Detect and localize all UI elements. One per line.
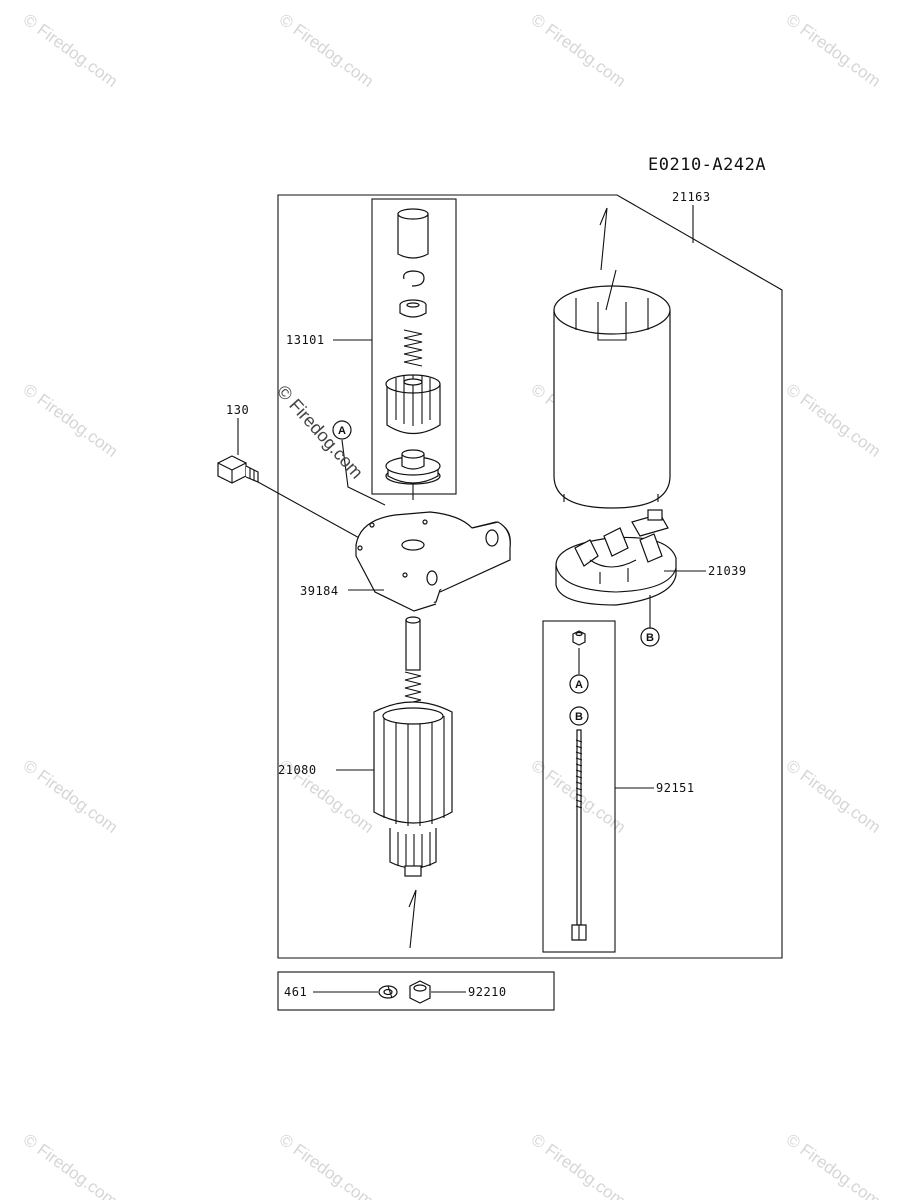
pinion-collar (399, 299, 427, 318)
watermark-text: © Firedog.com (20, 380, 122, 461)
lock-washer (378, 985, 398, 999)
yoke (553, 269, 671, 509)
ref-b2-label: B (575, 711, 583, 723)
leader-130-line (257, 481, 373, 546)
snap-ring (403, 270, 425, 287)
hex-nut (409, 980, 431, 1004)
watermark-text: © Firedog.com (783, 756, 885, 837)
watermark-grid: © Firedog.com © Firedog.com © Firedog.co… (20, 10, 885, 1200)
diagram-code: E0210-A242A (648, 155, 766, 175)
watermark-text: © Firedog.com (20, 756, 122, 837)
label-39184: 39184 (300, 584, 339, 598)
label-21163: 21163 (672, 190, 711, 204)
front-bracket (355, 511, 511, 612)
through-bolt-nut (572, 630, 586, 646)
ref-b2-circle (569, 706, 589, 726)
through-bolt-subframe (542, 620, 616, 953)
watermark-text: © Firedog.com (20, 10, 122, 91)
ref-a2-circle (569, 674, 589, 694)
firedog-watermark: © Firedog.com (273, 381, 367, 482)
armature (373, 616, 453, 877)
label-92151: 92151 (656, 781, 695, 795)
label-92210: 92210 (468, 985, 507, 999)
watermark-text: © Firedog.com (276, 1130, 378, 1200)
brush-holder (555, 509, 677, 606)
ref-b-circle (640, 627, 660, 647)
hardware-box (277, 971, 555, 1011)
watermark-text: © Firedog.com (783, 10, 885, 91)
ref-a-circle (332, 420, 352, 440)
label-461: 461 (284, 985, 307, 999)
watermark-text: © Firedog.com (528, 10, 630, 91)
assembly-arrow-bottom (408, 889, 417, 949)
watermark-text: © Firedog.com (783, 1130, 885, 1200)
watermark-text: © Firedog.com (276, 10, 378, 91)
pinion-subframe (371, 198, 457, 495)
label-13101: 13101 (286, 333, 325, 347)
ref-a-label: A (338, 425, 346, 437)
label-21039: 21039 (708, 564, 747, 578)
pinion-spring (403, 329, 423, 367)
watermark-text: © Firedog.com (783, 380, 885, 461)
label-21080: 21080 (278, 763, 317, 777)
pinion-stopper (397, 208, 429, 259)
ref-a-leader (341, 439, 386, 506)
watermark-text: © Firedog.com (20, 1130, 122, 1200)
pinion-gear (385, 374, 441, 435)
main-frame (277, 194, 783, 959)
through-bolt (571, 729, 587, 941)
assembly-arrow-top (599, 207, 608, 271)
ref-b-label: B (646, 632, 654, 644)
ref-a2-label: A (575, 679, 583, 691)
pinion-hub (385, 449, 441, 500)
label-130: 130 (226, 403, 249, 417)
bolt-130 (217, 455, 259, 484)
watermark-text: © Firedog.com (528, 1130, 630, 1200)
